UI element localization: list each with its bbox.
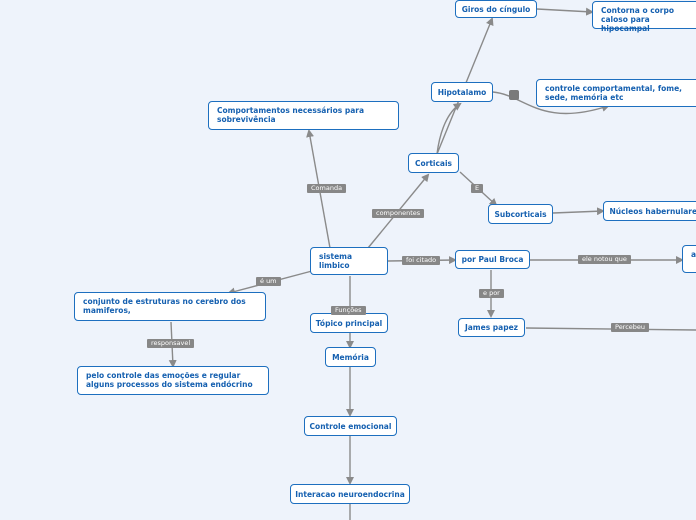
- node-por-paul-broca[interactable]: por Paul Broca: [455, 250, 530, 269]
- edge-label-e-por: e por: [479, 289, 504, 298]
- edge-label-e-um: é um: [256, 277, 281, 286]
- node-james-papez[interactable]: James papez: [458, 318, 525, 337]
- node-hipotalamo[interactable]: Hipotalamo: [431, 82, 493, 102]
- node-a-d[interactable]: a d: [682, 245, 696, 273]
- node-sistema-limbico[interactable]: sistema limbico: [310, 247, 388, 275]
- node-controle-emocional[interactable]: Controle emocional: [304, 416, 397, 436]
- node-topico-principal[interactable]: Tópico principal: [310, 313, 388, 333]
- node-nucleos-habernulares[interactable]: Núcleos habernulares: [603, 201, 696, 221]
- edge-label-e: E: [471, 184, 484, 193]
- node-corticais[interactable]: Corticais: [408, 153, 459, 173]
- node-conjunto-estruturas[interactable]: conjunto de estruturas no cerebro dos ma…: [74, 292, 266, 321]
- node-giros-do-cingulo[interactable]: Giros do cíngulo: [455, 0, 537, 18]
- node-interacao-neuroendocrina[interactable]: Interacao neuroendocrina: [290, 484, 410, 504]
- edge-label-percebeu: Percebeu: [611, 323, 650, 332]
- collapse-toggle-icon[interactable]: [509, 90, 519, 100]
- edge-label-ele-notou-que: ele notou que: [578, 255, 631, 264]
- node-comportamentos-sobrevivencia[interactable]: Comportamentos necessários para sobreviv…: [208, 101, 399, 130]
- edge-label-componentes: componentes: [372, 209, 425, 218]
- node-contorna-corpo-caloso[interactable]: Contorna o corpo caloso para hipocampal: [592, 1, 696, 33]
- node-pelo-controle-emocoes[interactable]: pelo controle das emoções e regular algu…: [77, 366, 269, 395]
- edge-label-funcoes: Funções: [331, 306, 366, 315]
- edge-label-responsavel: responsavel: [147, 339, 195, 348]
- edge-label-foi-citado: foi citado: [402, 256, 441, 265]
- node-memoria[interactable]: Memória: [325, 347, 376, 367]
- edge-label-comanda: Comanda: [307, 184, 347, 193]
- node-subcorticais[interactable]: Subcorticais: [488, 204, 553, 224]
- node-controle-comportamental[interactable]: controle comportamental, fome, sede, mem…: [536, 79, 696, 107]
